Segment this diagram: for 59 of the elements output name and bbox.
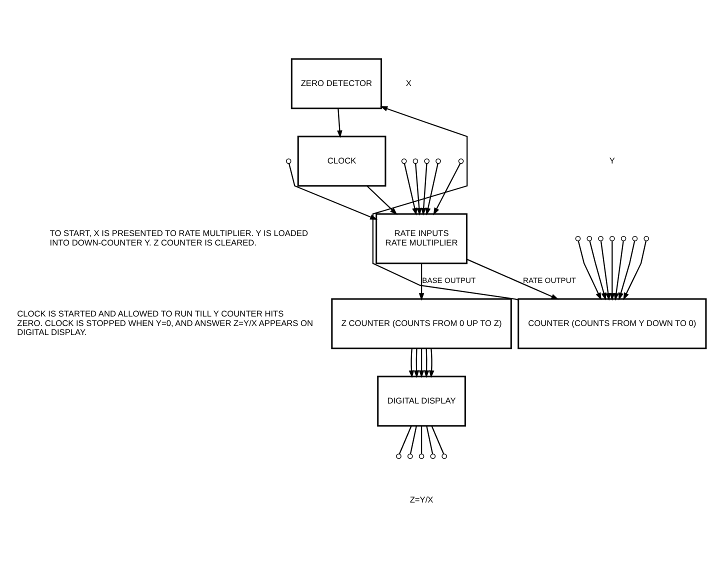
connector [420, 426, 422, 454]
node-circle [620, 236, 626, 242]
arrow [623, 240, 647, 300]
node-circle [430, 454, 436, 459]
arrow [414, 348, 420, 378]
node-circle [610, 236, 615, 242]
arrow [425, 163, 438, 216]
arrow [404, 163, 418, 216]
arrow [337, 108, 342, 138]
label: Y [609, 155, 615, 166]
node-circle [586, 236, 592, 242]
label: Z=Y/X [410, 494, 434, 504]
label: X [406, 78, 412, 88]
node-circle [632, 236, 638, 242]
connector [431, 426, 444, 454]
arrow [372, 106, 518, 300]
arrow [600, 241, 611, 301]
arrow [420, 164, 428, 216]
arrow [366, 186, 398, 215]
edge-label: BASE OUTPUT [422, 276, 476, 286]
node-circle [436, 158, 441, 164]
node-circle [418, 454, 424, 459]
connector [426, 426, 434, 454]
arrow [424, 348, 430, 378]
arrow [418, 348, 424, 378]
node-circle [401, 158, 407, 164]
node-circle [407, 454, 413, 459]
arrow [610, 241, 615, 301]
arrow [408, 348, 414, 378]
arrow [433, 163, 461, 216]
connector [410, 426, 417, 454]
arrow [578, 240, 602, 300]
node-circle [286, 158, 292, 164]
node-circle [644, 236, 649, 242]
arrow [418, 263, 424, 301]
arrow [288, 163, 378, 220]
connector [398, 426, 412, 454]
arrow [428, 348, 434, 378]
node-circle [458, 158, 464, 164]
node-box: ZERO DETECTOR [290, 58, 382, 110]
node-circle [575, 236, 581, 242]
node-circle [598, 236, 604, 242]
node-box: Z COUNTER (COUNTS FROM 0 UP TO Z) [331, 298, 512, 350]
node-box: CLOCK [297, 136, 386, 187]
node-box: DIGITAL DISPLAY [377, 376, 466, 427]
arrow [589, 240, 606, 300]
node-box: RATE INPUTS RATE MULTIPLIER [376, 213, 468, 264]
node-circle [442, 454, 447, 459]
arrow [614, 241, 624, 301]
node-circle [412, 158, 418, 164]
arrow [466, 258, 559, 300]
label: TO START, X IS PRESENTED TO RATE MULTIPLIER. Y IS LOADED INTO DOWN-COUNTER Y. Z COUNTER IS CLEARED. [50, 228, 308, 248]
node-box: COUNTER (COUNTS FROM Y DOWN TO 0) [518, 298, 707, 350]
label: CLOCK IS STARTED AND ALLOWED TO RUN TILL Y COUNTER HITS ZERO. CLOCK IS STOPPED WHEN Y=0, AND ANSWER Z=Y/X APPEARS ON DIGITAL DISPLAY. [17, 308, 314, 337]
node-circle [424, 158, 430, 164]
arrow [618, 240, 636, 300]
edge-label: RATE OUTPUT [523, 276, 576, 286]
arrow [415, 163, 422, 216]
node-circle [396, 454, 402, 459]
